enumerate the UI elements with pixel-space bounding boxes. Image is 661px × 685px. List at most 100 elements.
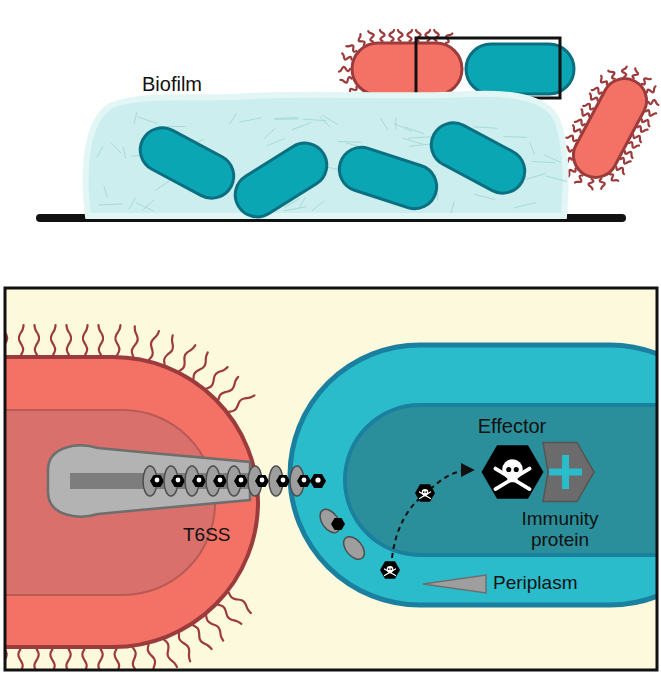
t6ss-sheath [48, 446, 250, 517]
matrix-fiber [503, 136, 527, 138]
skull-head [239, 478, 244, 483]
pilus-hair [608, 71, 614, 79]
pilus-hair [398, 30, 403, 41]
pilus-hair [339, 67, 350, 72]
skull-head [176, 478, 181, 483]
skull-eye [425, 491, 427, 493]
pilus-hair [34, 325, 39, 355]
skull-eye [513, 467, 518, 472]
t6ss-tube [70, 473, 250, 489]
pilus-hair [342, 53, 351, 59]
matrix-fiber [266, 138, 285, 146]
effector-hexagon [192, 475, 206, 487]
matrix-fiber [274, 118, 298, 119]
effector-hexagon [481, 445, 543, 499]
pilus-hair [34, 649, 39, 670]
pilus-hair [132, 326, 138, 356]
pilus-hair [229, 395, 254, 411]
skull-head [422, 489, 429, 496]
pilus-hair [218, 605, 241, 624]
pilus-hair [633, 135, 641, 142]
node-label: Biofilm [80, 70, 202, 96]
matrix-fiber [97, 146, 103, 158]
biofilm-cell [334, 142, 443, 215]
matrix-fiber [530, 142, 535, 154]
zoom-box [416, 38, 560, 98]
target-cell [466, 44, 574, 94]
matrix-fiber [142, 200, 154, 210]
pilus-hair [66, 325, 71, 355]
effector-protein: Effector [474, 414, 551, 506]
matrix-fiber [129, 198, 136, 210]
pilus-hair [583, 104, 593, 110]
pilus-hair [590, 93, 598, 100]
attacker-cell [352, 43, 462, 95]
matrix-fiber [402, 138, 423, 144]
skull-jaw [423, 494, 426, 496]
biofilm-region: Biofilm [80, 70, 570, 222]
attacker-cell [566, 71, 655, 185]
skull-icon [495, 459, 529, 489]
pilus-hair [193, 352, 207, 379]
effector-hexagon [297, 475, 311, 487]
matrix-fiber [264, 128, 275, 139]
pilus-hair [566, 136, 576, 142]
matrix-fiber [134, 112, 137, 124]
plus-sign [549, 469, 582, 476]
matrix-fiber [405, 127, 424, 134]
immunity-hexagon [543, 443, 594, 502]
pilus-hair [133, 648, 140, 670]
effector-hexagon [380, 561, 400, 578]
matrix-fiber [111, 142, 121, 153]
skull-head [302, 478, 307, 483]
matrix-fiber [320, 116, 331, 127]
pilus-hair [389, 30, 394, 41]
pilus-hair [380, 30, 385, 41]
panel-border [5, 288, 657, 670]
node-label: Effector [474, 414, 551, 438]
pilus-hair [82, 649, 87, 670]
matrix-fiber [381, 119, 388, 130]
pilus-hair [632, 68, 638, 78]
pilus-hair [98, 325, 103, 355]
skull-head [315, 477, 320, 482]
pilus-hair [625, 151, 633, 158]
periplasm-wedge [423, 575, 486, 593]
matrix-fiber [546, 176, 567, 182]
node-label: Immunity protein [504, 508, 616, 550]
pilus-hair [50, 649, 55, 670]
target-cytoplasm [345, 405, 657, 555]
skull-head [281, 478, 286, 483]
pilus-hair [368, 31, 374, 41]
pilus-hair [340, 77, 351, 83]
effector-hexagon [213, 475, 227, 487]
matrix-fiber [532, 161, 556, 162]
matrix-fiber [292, 123, 311, 130]
effector-shape [474, 438, 551, 506]
pilus-hair [642, 119, 650, 126]
pilus-hair [646, 110, 656, 116]
matrix-fiber [337, 141, 361, 143]
pilus-hair [193, 625, 211, 649]
skull-head [387, 566, 394, 573]
pilus-hair [148, 645, 155, 670]
matrix-fiber [275, 118, 299, 119]
matrix-fiber [312, 201, 325, 211]
pilus-hair [149, 331, 159, 359]
immunity-protein: Immunity protein [504, 438, 616, 550]
pilus-hair [622, 67, 627, 77]
pilus-hair [66, 649, 71, 670]
pilus-hair [600, 179, 605, 189]
pilus-hair [164, 640, 177, 667]
pilus-hair [83, 325, 88, 355]
pilus-hair [629, 142, 639, 148]
tube-ring [340, 533, 369, 563]
effector-hexagon [276, 475, 290, 487]
effector-hexagon [415, 484, 435, 501]
matrix-fiber [451, 201, 454, 213]
pilus-hair [18, 649, 23, 670]
pilus-hair [98, 649, 103, 670]
skull-eye [506, 467, 511, 472]
